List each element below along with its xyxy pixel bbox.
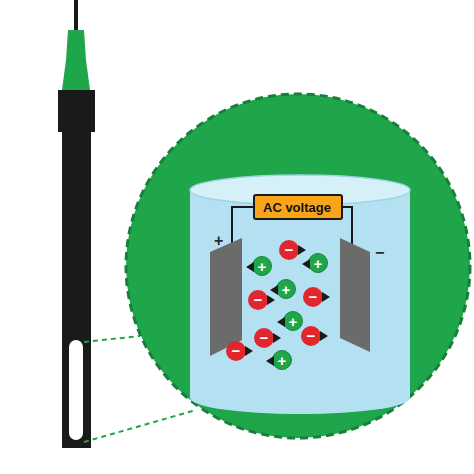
ion-charge: + (282, 281, 291, 298)
probe-grip (58, 90, 95, 132)
anion: − (301, 326, 321, 346)
ion-charge: − (307, 327, 316, 344)
ion-tail (270, 285, 278, 295)
anion: − (303, 287, 323, 307)
ion-charge: + (289, 313, 298, 330)
ion-charge: − (232, 342, 241, 359)
anion: − (248, 290, 268, 310)
beaker-water (190, 190, 410, 414)
anion: − (279, 240, 299, 260)
ion-charge: − (285, 241, 294, 258)
anion: − (254, 328, 274, 348)
ion-tail (302, 259, 310, 269)
ion-tail (277, 317, 285, 327)
anion: − (226, 341, 246, 361)
zoom-line (84, 336, 140, 342)
ion-tail (266, 356, 274, 366)
cation: + (272, 350, 292, 370)
ion-tail (245, 346, 253, 356)
ion-charge: − (260, 329, 269, 346)
probe-window (69, 340, 83, 440)
probe-cap (62, 30, 90, 90)
ion-charge: + (258, 258, 267, 275)
voltage-source-box: AC voltage (253, 194, 343, 220)
ion-tail (246, 262, 254, 272)
cation: + (252, 256, 272, 276)
ion-charge: + (278, 352, 287, 369)
electrode-plate (210, 238, 242, 356)
polarity-sign: − (375, 244, 384, 262)
ion-tail (322, 292, 330, 302)
ion-tail (298, 245, 306, 255)
ion-charge: + (314, 255, 323, 272)
zoom-line (84, 410, 196, 442)
ion-tail (320, 331, 328, 341)
probe-cable (74, 0, 78, 32)
ion-tail (267, 295, 275, 305)
cation: + (283, 311, 303, 331)
ion-tail (273, 333, 281, 343)
source-label: AC voltage (263, 200, 331, 215)
electrode-plate (340, 238, 370, 352)
ion-charge: − (309, 288, 318, 305)
polarity-sign: + (214, 232, 223, 250)
cation: + (308, 253, 328, 273)
ion-charge: − (254, 291, 263, 308)
probe-body (62, 130, 91, 448)
cation: + (276, 279, 296, 299)
zoom-circle (126, 94, 470, 438)
